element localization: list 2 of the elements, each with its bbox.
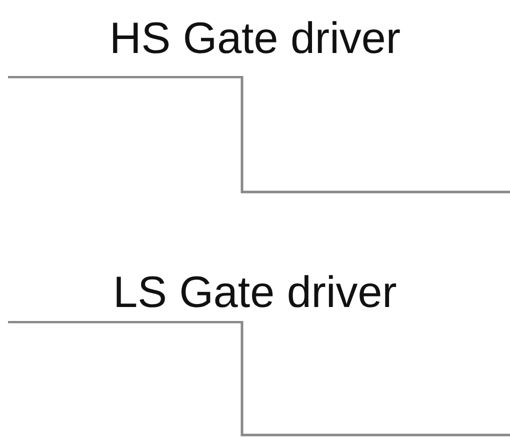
signal-title: HS Gate driver [108, 14, 402, 64]
signal-title: LS Gate driver [112, 268, 398, 318]
